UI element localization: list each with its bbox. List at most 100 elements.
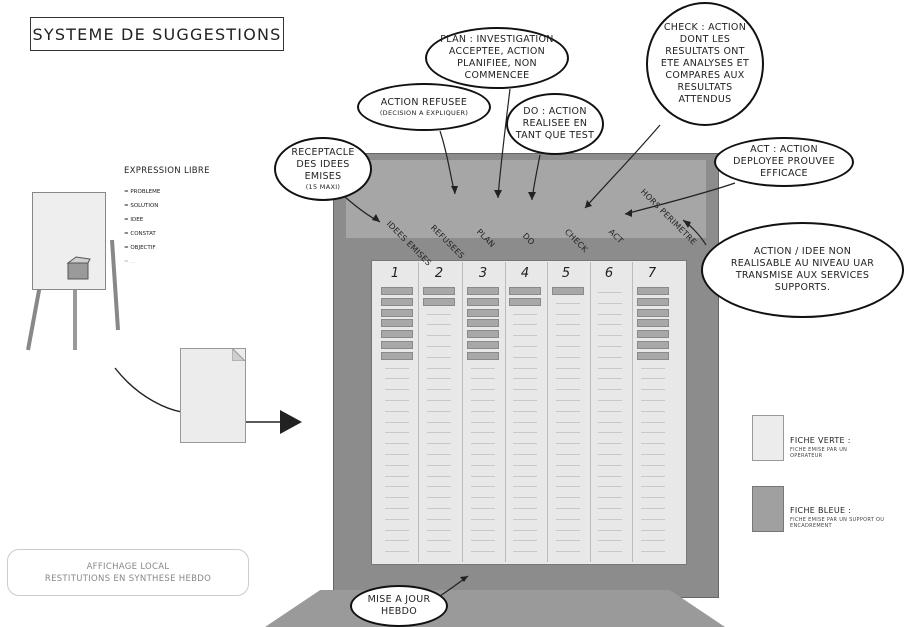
suggestion-card <box>381 287 413 295</box>
empty-slot <box>556 410 580 412</box>
column-number: 6 <box>604 266 614 281</box>
empty-slot <box>427 497 451 499</box>
empty-slot <box>556 421 580 423</box>
empty-slot <box>427 378 451 380</box>
empty-slot <box>385 421 409 423</box>
empty-slot <box>427 551 451 553</box>
empty-slot <box>513 324 537 326</box>
empty-slot <box>513 367 537 369</box>
board-header-panel <box>346 160 706 238</box>
empty-slot <box>385 508 409 509</box>
empty-slot <box>471 410 495 412</box>
empty-slot <box>598 529 622 531</box>
empty-slot <box>513 443 537 445</box>
empty-slot <box>556 551 580 553</box>
empty-slot <box>641 464 665 466</box>
column-separator <box>632 262 633 562</box>
refusee-note: (DECISION A EXPLIQUER) <box>379 108 469 117</box>
empty-slot <box>598 346 622 347</box>
empty-slot <box>427 518 451 520</box>
empty-slot <box>471 518 495 520</box>
empty-slot <box>556 400 580 401</box>
expression-list: = PROBLEME = SOLUTION = IDEE = CONSTAT =… <box>124 185 160 269</box>
empty-slot <box>641 389 665 391</box>
empty-slot <box>641 475 665 477</box>
empty-slot <box>513 454 537 455</box>
empty-slot <box>385 464 409 466</box>
suggestion-card <box>637 308 669 317</box>
empty-slot <box>641 421 665 423</box>
empty-slot <box>385 551 409 553</box>
column-number: 3 <box>478 266 488 281</box>
suggestion-card <box>552 287 584 295</box>
empty-slot <box>385 378 409 380</box>
suggestion-card <box>637 297 669 306</box>
suggestion-card <box>381 319 413 328</box>
empty-slot <box>427 443 451 445</box>
empty-slot <box>513 313 537 315</box>
column-separator <box>590 262 591 562</box>
empty-slot <box>513 432 537 434</box>
empty-slot <box>385 486 409 488</box>
empty-slot <box>513 335 537 337</box>
empty-slot <box>471 540 495 542</box>
expression-item: = CONSTAT <box>124 231 156 237</box>
empty-slot <box>513 518 537 520</box>
empty-slot <box>556 324 580 326</box>
empty-slot <box>641 486 665 488</box>
suggestion-box-icon <box>66 256 91 280</box>
empty-slot <box>641 454 665 455</box>
bubble-act: ACT : ACTION DEPLOYEE PROUVEE EFFICACE <box>714 137 854 187</box>
empty-slot <box>513 400 537 401</box>
suggestion-card <box>637 287 669 295</box>
empty-slot <box>598 356 622 358</box>
suggestion-card <box>467 287 499 295</box>
empty-slot <box>385 518 409 520</box>
empty-slot <box>385 410 409 412</box>
column-separator <box>418 262 419 562</box>
empty-slot <box>598 497 622 499</box>
empty-slot <box>471 464 495 466</box>
empty-slot <box>513 540 537 542</box>
empty-slot <box>471 421 495 423</box>
empty-slot <box>556 367 580 369</box>
empty-slot <box>427 454 451 455</box>
empty-slot <box>598 518 622 520</box>
empty-slot <box>556 313 580 315</box>
suggestion-card <box>467 341 499 349</box>
expression-item: = SOLUTION <box>124 203 159 209</box>
non-realisable-text: ACTION / IDEE NON REALISABLE AU NIVEAU U… <box>730 246 875 293</box>
empty-slot <box>513 389 537 391</box>
empty-slot <box>641 551 665 553</box>
empty-slot <box>641 432 665 434</box>
bubble-check: CHECK : ACTION DONT LES RESULTATS ONT ET… <box>646 2 764 126</box>
empty-slot <box>427 421 451 423</box>
empty-slot <box>641 443 665 445</box>
column-separator <box>547 262 548 562</box>
local-display-box: AFFICHAGE LOCAL RESTITUTIONS EN SYNTHESE… <box>7 549 249 596</box>
empty-slot <box>641 518 665 520</box>
empty-slot <box>385 432 409 434</box>
bubble-do: DO : ACTION REALISEE EN TANT QUE TEST <box>506 93 604 155</box>
bubble-plan: PLAN : INVESTIGATION ACCEPTEE, ACTION PL… <box>425 27 569 89</box>
empty-slot <box>385 497 409 499</box>
empty-slot <box>471 508 495 509</box>
bubble-action-refusee: ACTION REFUSEE (DECISION A EXPLIQUER) <box>357 83 491 131</box>
empty-slot <box>513 508 537 509</box>
empty-slot <box>427 324 451 326</box>
suggestion-card <box>423 297 455 306</box>
refusee-text: ACTION REFUSEE <box>380 96 468 108</box>
empty-slot <box>427 367 451 369</box>
expression-item: = PROBLEME <box>124 189 161 195</box>
empty-slot <box>641 367 665 369</box>
suggestion-card <box>423 287 455 295</box>
empty-slot <box>556 356 580 358</box>
empty-slot <box>598 410 622 412</box>
suggestion-card <box>467 330 499 339</box>
empty-slot <box>427 389 451 391</box>
empty-slot <box>598 335 622 337</box>
column-separator <box>462 262 463 562</box>
empty-slot <box>427 335 451 337</box>
empty-slot <box>598 443 622 445</box>
